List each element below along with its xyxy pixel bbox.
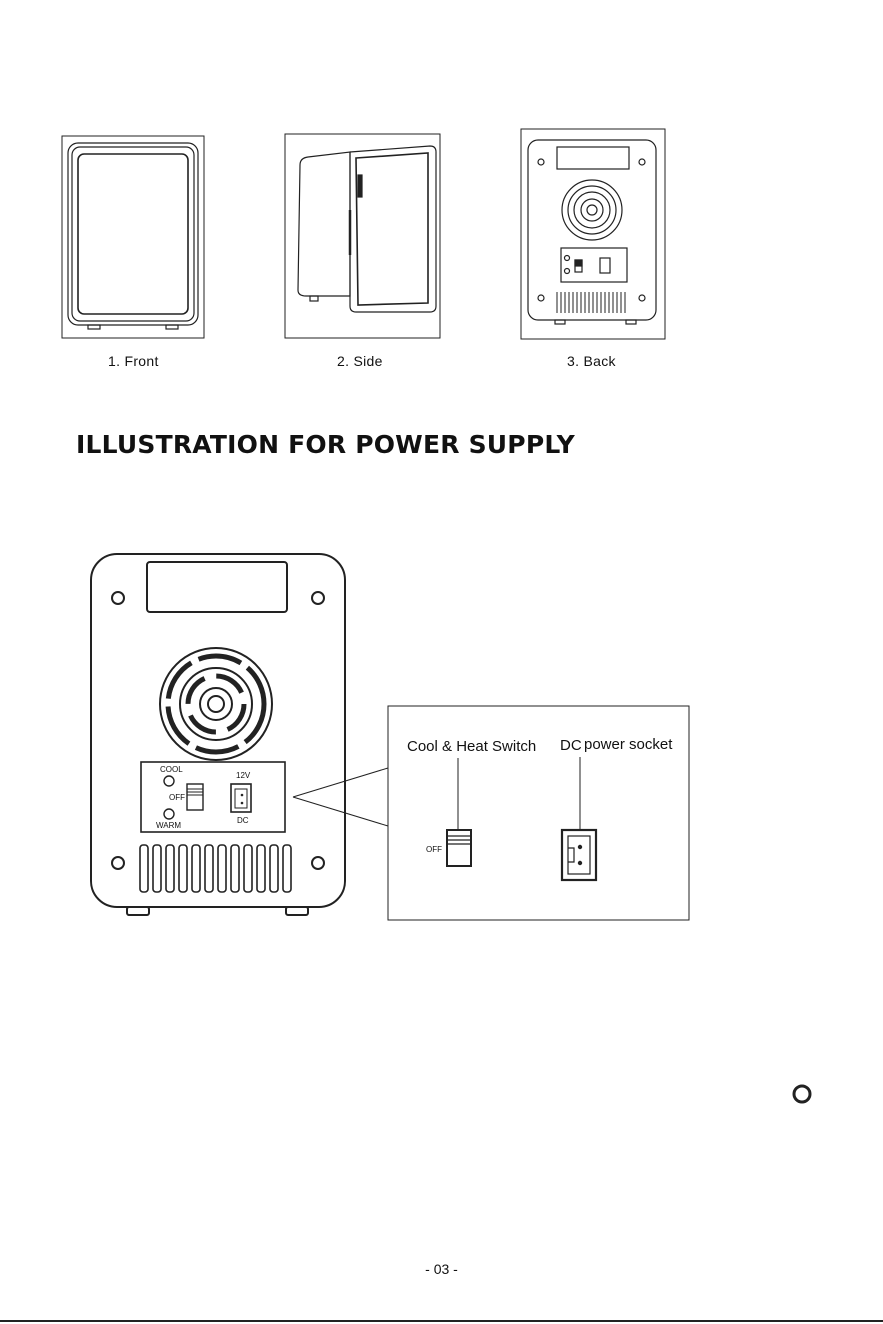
warm-label: WARM <box>156 821 181 830</box>
socket-callout-dc: DC <box>560 737 582 754</box>
section-heading: ILLUSTRATION FOR POWER SUPPLY <box>76 430 575 459</box>
figure-label-back: 3. Back <box>567 353 616 369</box>
front-view-figure <box>62 136 204 338</box>
bottom-rule <box>0 1320 883 1322</box>
figure-label-side: 2. Side <box>337 353 383 369</box>
back-view-figure <box>521 129 665 339</box>
dc-label: DC <box>237 816 249 825</box>
ring-mark <box>794 1086 810 1102</box>
page-number: - 03 - <box>0 1261 883 1277</box>
detail-off-label: OFF <box>426 845 442 854</box>
off-label: OFF <box>169 793 185 802</box>
callout-lines <box>293 768 388 826</box>
side-view-figure <box>285 134 440 338</box>
switch-callout-label: Cool & Heat Switch <box>407 738 536 755</box>
figure-label-front: 1. Front <box>108 353 159 369</box>
large-back-panel-figure <box>91 554 345 915</box>
cool-label: COOL <box>160 765 183 774</box>
voltage-label: 12V <box>236 771 250 780</box>
socket-callout-label: power socket <box>584 736 672 753</box>
